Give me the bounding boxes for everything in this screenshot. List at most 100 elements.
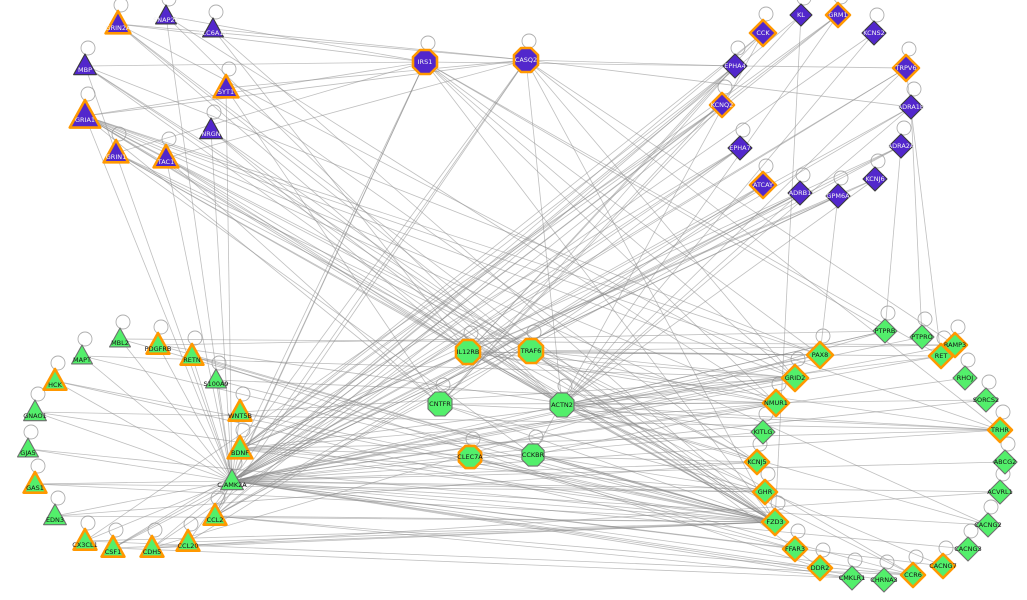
node-CNTFR[interactable]: CNTFR: [427, 391, 453, 417]
node-shape-triangle[interactable]: [102, 138, 130, 164]
node-PDGFRB[interactable]: PDGFRB: [145, 331, 172, 355]
node-GRIA1[interactable]: GRIA1: [68, 98, 102, 129]
node-shape-triangle[interactable]: [23, 399, 47, 422]
node-shape-octagon[interactable]: [521, 443, 545, 467]
node-KCNS2[interactable]: KCNS2: [861, 20, 887, 46]
node-shape-diamond[interactable]: [722, 53, 748, 79]
node-shape-diamond[interactable]: [750, 419, 776, 445]
node-GRIN1[interactable]: GRIN1: [102, 138, 130, 164]
node-MBL2[interactable]: MBL2: [109, 327, 131, 348]
node-shape-triangle[interactable]: [145, 331, 171, 355]
node-shape-triangle[interactable]: [202, 502, 228, 526]
node-CASQ2[interactable]: CASQ2: [512, 46, 540, 74]
node-shape-triangle[interactable]: [73, 53, 97, 76]
node-shape-diamond[interactable]: [839, 565, 865, 591]
node-shape-diamond[interactable]: [825, 183, 851, 209]
node-shape-diamond[interactable]: [862, 166, 888, 192]
node-TRHR[interactable]: TRHR: [986, 416, 1014, 444]
node-GNAO1[interactable]: GNAO1: [23, 399, 47, 422]
node-shape-diamond[interactable]: [748, 170, 778, 200]
node-KCNJ5[interactable]: KCNJ5: [743, 448, 771, 476]
node-shape-diamond[interactable]: [760, 507, 790, 537]
node-CCL20[interactable]: CCL20: [175, 528, 201, 552]
node-shape-octagon[interactable]: [549, 392, 575, 418]
node-shape-triangle[interactable]: [220, 468, 244, 491]
node-shape-diamond[interactable]: [743, 448, 771, 476]
node-IRS1[interactable]: IRS1: [411, 48, 439, 76]
node-shape-triangle[interactable]: [226, 434, 254, 460]
node-PTPRB[interactable]: PTPRB: [872, 318, 898, 344]
node-shape-diamond[interactable]: [975, 512, 1001, 538]
node-shape-diamond[interactable]: [871, 567, 897, 593]
node-CLEC7A[interactable]: CLEC7A: [457, 444, 483, 470]
node-shape-octagon[interactable]: [454, 338, 482, 366]
node-shape-octagon[interactable]: [457, 444, 483, 470]
node-CACNG2[interactable]: CACNG2: [974, 512, 1002, 538]
node-shape-triangle[interactable]: [109, 327, 131, 348]
node-shape-diamond[interactable]: [987, 479, 1013, 505]
node-shape-triangle[interactable]: [72, 527, 98, 551]
node-shape-triangle[interactable]: [104, 9, 132, 35]
node-RETN[interactable]: RETN: [179, 342, 205, 366]
node-shape-diamond[interactable]: [952, 365, 978, 391]
node-MAPT[interactable]: MAPT: [71, 344, 93, 365]
node-shape-triangle[interactable]: [155, 4, 177, 25]
node-shape-triangle[interactable]: [227, 398, 253, 422]
node-shape-diamond[interactable]: [891, 53, 921, 83]
node-shape-diamond[interactable]: [751, 478, 779, 506]
node-shape-triangle[interactable]: [202, 17, 224, 38]
node-shape-triangle[interactable]: [212, 73, 240, 99]
node-CCK[interactable]: CCK: [748, 18, 778, 48]
node-CACNG3[interactable]: CACNG3: [954, 536, 982, 562]
node-shape-octagon[interactable]: [517, 337, 545, 365]
node-shape-triangle[interactable]: [43, 503, 67, 526]
node-ADRA2A[interactable]: ADRA2A: [888, 133, 915, 159]
node-shape-diamond[interactable]: [898, 94, 924, 120]
node-GRIN2A[interactable]: GRIN2A: [104, 9, 132, 35]
node-GRM1[interactable]: GRM1: [824, 1, 852, 29]
node-shape-triangle[interactable]: [100, 534, 126, 558]
node-shape-diamond[interactable]: [805, 340, 835, 370]
node-KL[interactable]: KL: [789, 3, 813, 27]
node-shape-octagon[interactable]: [427, 391, 453, 417]
node-shape-triangle[interactable]: [71, 344, 93, 365]
node-HCK[interactable]: HCK: [42, 367, 68, 391]
node-shape-triangle[interactable]: [179, 342, 205, 366]
node-CCR6[interactable]: CCR6: [899, 561, 927, 589]
node-NRGN[interactable]: NRGN: [199, 117, 223, 140]
node-EPHA7[interactable]: EPHA7: [727, 135, 753, 161]
node-SNAP25[interactable]: SNAP25: [153, 4, 179, 25]
node-GPM6A[interactable]: GPM6A: [825, 183, 851, 209]
node-shape-diamond[interactable]: [824, 1, 852, 29]
node-shape-octagon[interactable]: [512, 46, 540, 74]
node-RHOJ[interactable]: RHOJ: [952, 365, 978, 391]
node-ACTN2[interactable]: ACTN2: [549, 392, 575, 418]
node-shape-diamond[interactable]: [708, 91, 736, 119]
node-MBP[interactable]: MBP: [73, 53, 97, 76]
node-EPHA4[interactable]: EPHA4: [722, 53, 748, 79]
node-KCNJ6[interactable]: KCNJ6: [862, 166, 888, 192]
node-shape-octagon[interactable]: [411, 48, 439, 76]
node-shape-diamond[interactable]: [929, 552, 957, 580]
node-shape-triangle[interactable]: [68, 98, 102, 129]
node-CSF1[interactable]: CSF1: [100, 534, 126, 558]
node-shape-diamond[interactable]: [927, 342, 955, 370]
node-shape-diamond[interactable]: [909, 324, 935, 350]
node-KITLG[interactable]: KITLG: [750, 419, 776, 445]
node-shape-diamond[interactable]: [761, 388, 791, 418]
node-shape-diamond[interactable]: [973, 387, 999, 413]
node-shape-triangle[interactable]: [42, 367, 68, 391]
node-shape-diamond[interactable]: [888, 133, 914, 159]
node-PAX8[interactable]: PAX8: [805, 340, 835, 370]
node-TRAF6[interactable]: TRAF6: [517, 337, 545, 365]
node-GJA5[interactable]: GJA5: [16, 437, 40, 458]
node-S100A9[interactable]: S100A9: [203, 368, 229, 389]
node-shape-diamond[interactable]: [872, 318, 898, 344]
node-shape-diamond[interactable]: [992, 449, 1018, 475]
node-SYT1[interactable]: SYT1: [212, 73, 240, 99]
node-shape-triangle[interactable]: [199, 117, 223, 140]
node-CX3CL1[interactable]: CX3CL1: [72, 527, 98, 551]
node-GAS1[interactable]: GAS1: [22, 470, 48, 494]
node-shape-diamond[interactable]: [861, 20, 887, 46]
node-CACNG7[interactable]: CACNG7: [929, 552, 957, 580]
